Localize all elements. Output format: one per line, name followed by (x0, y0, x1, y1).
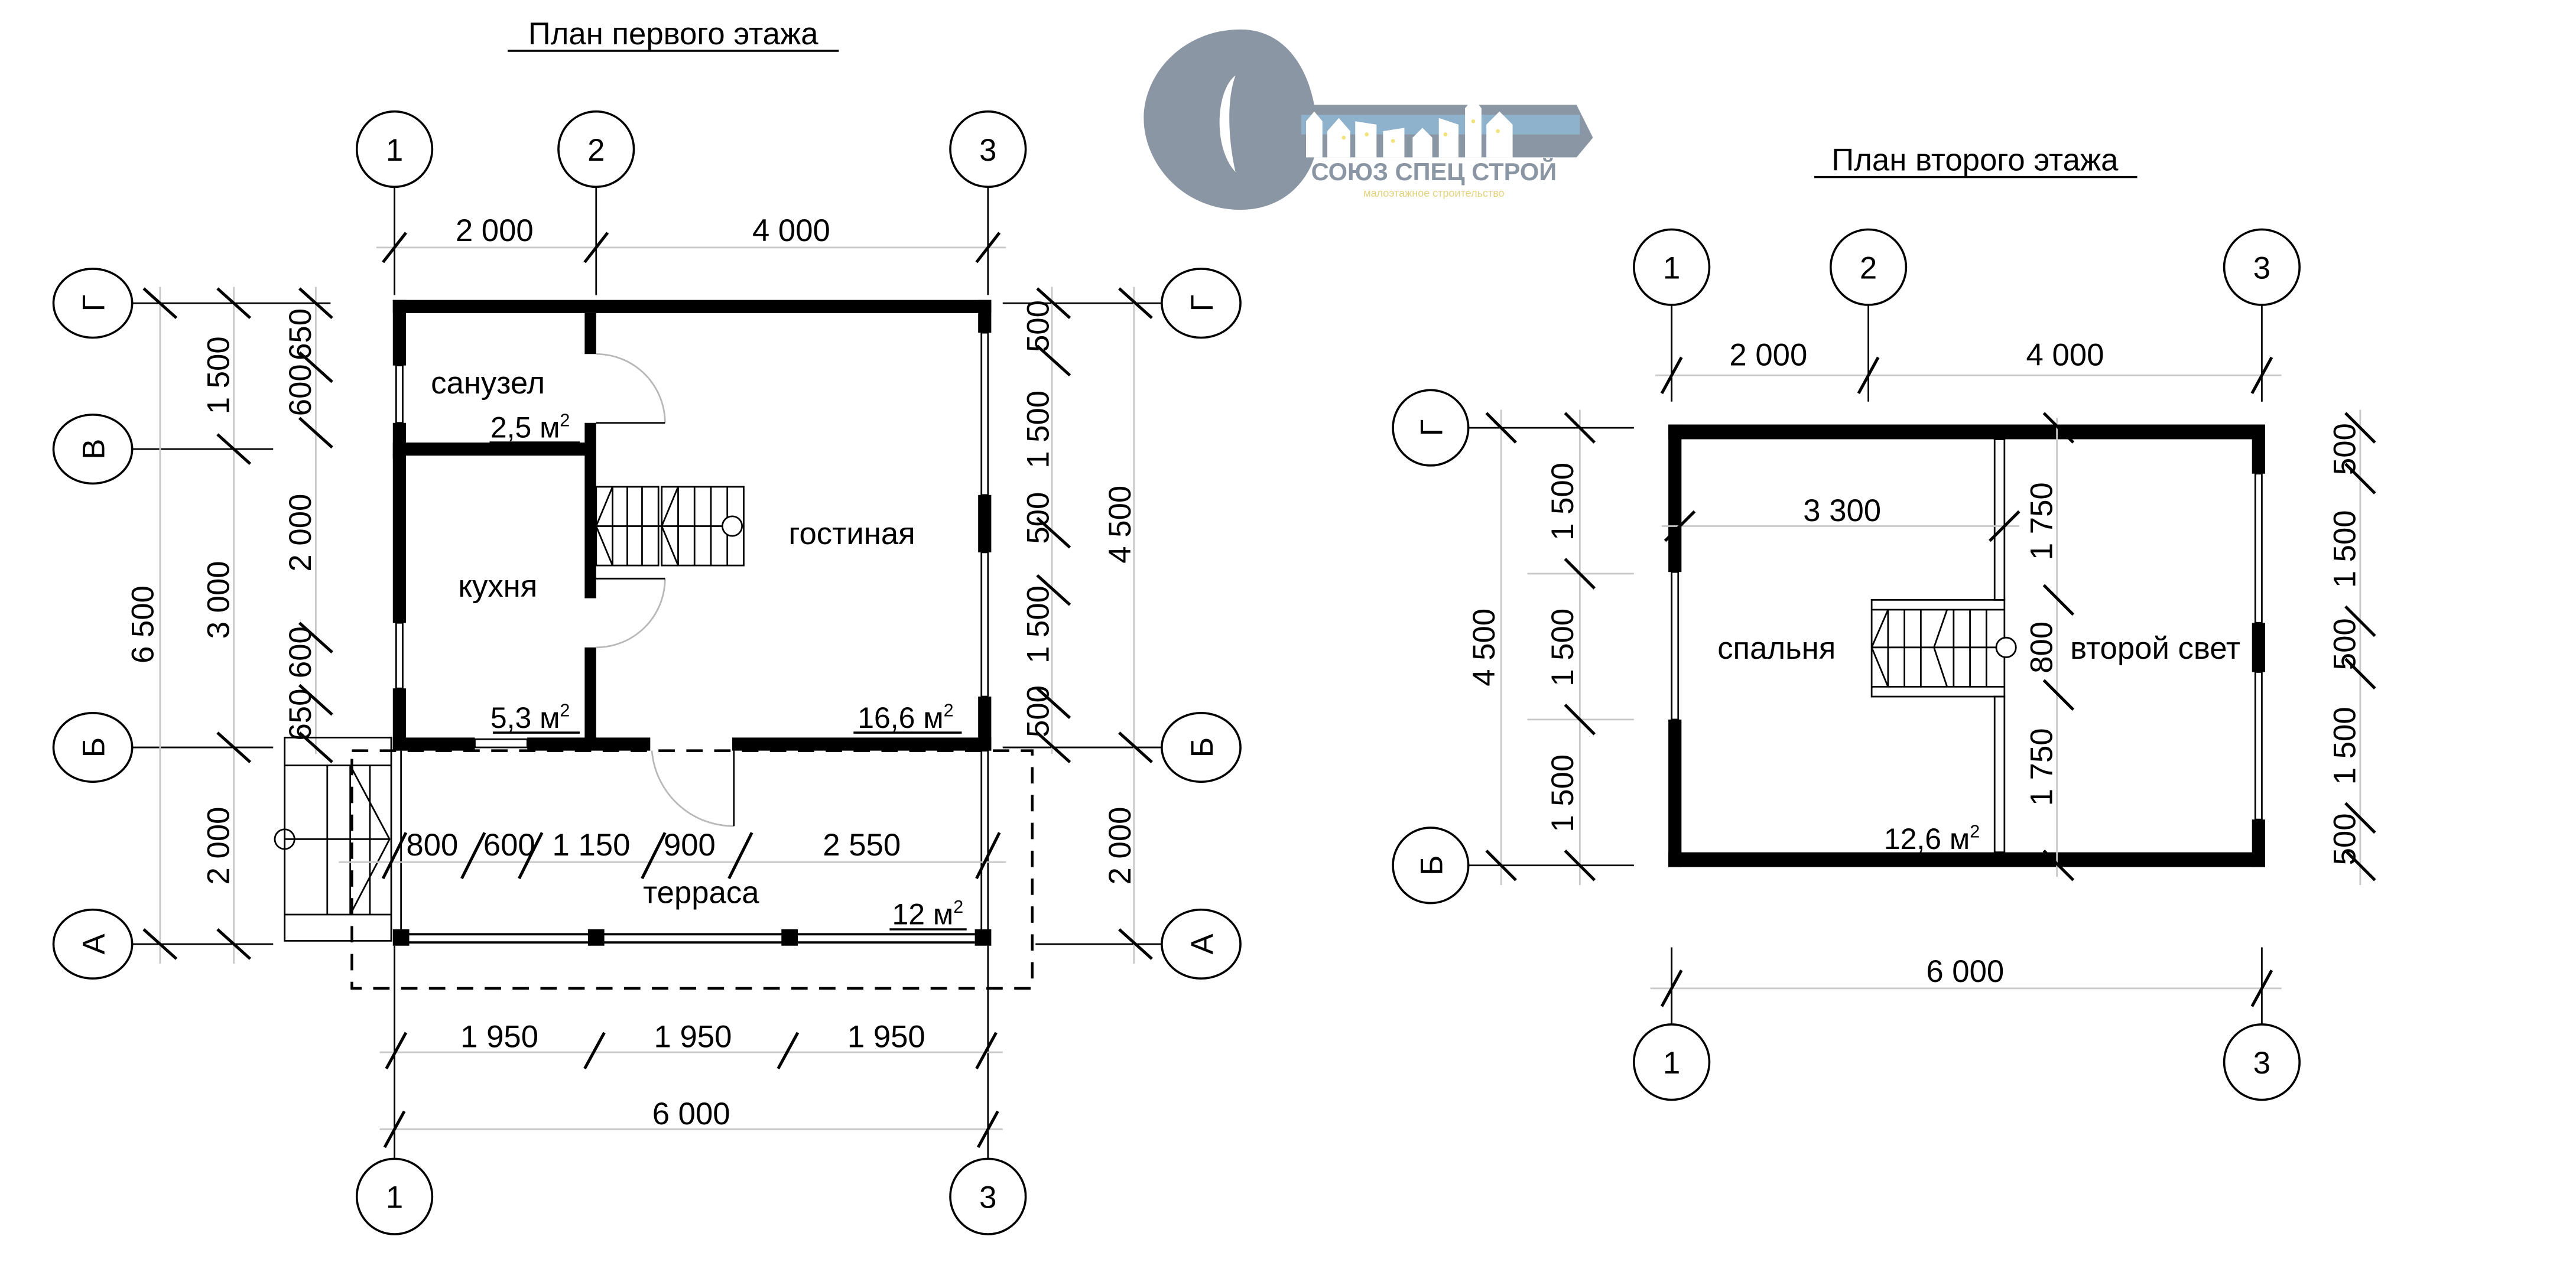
axis-label: Г (1185, 295, 1220, 312)
floor2-title: План второго этажа (1831, 143, 2119, 178)
axis-label: Б (1185, 737, 1220, 758)
floor2-plan: План второго этажа 1 2 3 2 000 4 000 Г Б (1392, 143, 2376, 1101)
room-area-bedroom: 12,6 м2 (1884, 822, 1980, 855)
dim-label: 1 750 (2024, 728, 2059, 806)
dim-label: 1 950 (460, 1020, 538, 1055)
dim-label: 600 (483, 828, 535, 863)
floor1-terrace (274, 737, 1034, 990)
dim-label: 800 (2024, 622, 2059, 674)
dim-label: 500 (2328, 813, 2363, 865)
axis-label: 2 (1860, 251, 1877, 286)
dim-label: 1 500 (1545, 609, 1580, 687)
dim-label: 4 500 (1103, 486, 1138, 564)
dim-label: 2 550 (823, 828, 901, 863)
dim-label: 1 500 (1021, 585, 1055, 663)
city-skyline-icon (1306, 98, 1513, 158)
dim-label: 1 500 (1021, 391, 1055, 469)
room-area-terrace: 12 м2 (892, 897, 963, 931)
dim-label: 1 500 (2328, 510, 2363, 588)
dim-label: 500 (2328, 423, 2363, 475)
dim-label: 2 000 (1729, 338, 1807, 373)
dim-label: 650 (283, 308, 318, 360)
dim-label: 3 300 (1803, 493, 1881, 528)
dim-label: 6 500 (126, 585, 161, 663)
dim-label: 500 (1021, 685, 1055, 737)
axis-label: Б (1414, 855, 1449, 876)
dim-label: 500 (1021, 300, 1055, 352)
dim-label: 500 (1021, 492, 1055, 544)
axis-label: Г (77, 295, 112, 312)
dim-label: 800 (406, 828, 458, 863)
dim-label: 4 000 (752, 213, 830, 248)
room-name-living: гостиная (788, 516, 915, 551)
floor1-axis-right: Г Б А (1002, 268, 1242, 980)
dim-label: 6 000 (652, 1097, 730, 1131)
logo-tagline: малоэтажное строительство (1363, 187, 1504, 199)
room-name-bedroom: спальня (1717, 631, 1836, 666)
dim-label: 650 (283, 689, 318, 741)
floor1-axis-top: 1 2 3 (355, 110, 1027, 295)
room-area-kitchen: 5,3 м2 (490, 700, 570, 734)
axis-label: 3 (979, 1180, 996, 1215)
dim-label: 1 500 (201, 336, 236, 414)
dim-label: 600 (283, 364, 318, 416)
floor2-windows (1671, 438, 2263, 853)
dim-label: 2 000 (201, 807, 236, 885)
axis-label: 3 (2253, 1046, 2270, 1081)
dim-label: 3 000 (201, 561, 236, 639)
dim-label: 1 950 (847, 1020, 925, 1055)
dim-label: 2 000 (456, 213, 534, 248)
axis-label: Б (77, 737, 112, 758)
dim-label: 4 000 (2026, 338, 2104, 373)
dim-label: 6 000 (1926, 954, 2004, 989)
floor1-plan: План первого этажа 1 2 3 2 000 4 000 Г (52, 17, 1242, 1235)
dim-label: 1 500 (1545, 754, 1580, 832)
room-name-double-height: второй свет (2070, 631, 2240, 666)
axis-label: 1 (386, 1180, 403, 1215)
dim-label: 2 000 (283, 494, 318, 572)
dim-label: 1 150 (553, 828, 631, 863)
room-area-living: 16,6 м2 (857, 700, 953, 734)
dim-label: 4 500 (1467, 609, 1502, 687)
room-name-terrace: терраса (643, 876, 759, 910)
axis-label: А (77, 933, 112, 955)
axis-label: 1 (1663, 1046, 1680, 1081)
dim-label: 500 (2328, 618, 2363, 670)
floor1-axis-left: Г В Б А (52, 268, 331, 980)
floor1-windows (395, 331, 989, 937)
axis-label: 3 (2253, 251, 2270, 286)
axis-label: 2 (587, 133, 605, 168)
axis-label: 3 (979, 133, 996, 168)
room-area-bathroom: 2,5 м2 (490, 410, 570, 444)
axis-label: Г (1414, 419, 1449, 437)
dim-label: 1 750 (2024, 482, 2059, 560)
axis-label: В (77, 439, 112, 460)
axis-label: 1 (1663, 251, 1680, 286)
floor1-stair (595, 486, 745, 567)
dim-label: 1 500 (2328, 707, 2363, 785)
dim-label: 1 500 (1545, 463, 1580, 541)
room-name-kitchen: кухня (458, 569, 537, 604)
logo-company-name: СОЮЗ СПЕЦ СТРОЙ (1311, 157, 1557, 186)
axis-label: А (1185, 933, 1220, 955)
floor1-walls (392, 300, 992, 751)
axis-label: 1 (386, 133, 403, 168)
dim-label: 600 (283, 626, 318, 678)
room-name-bathroom: санузел (431, 366, 545, 401)
dim-label: 1 950 (654, 1020, 732, 1055)
floor1-title: План первого этажа (528, 17, 818, 51)
dim-label: 2 000 (1103, 807, 1138, 885)
company-logo: СОЮЗ СПЕЦ СТРОЙ малоэтажное строительств… (1144, 29, 1593, 210)
floor1-doors (596, 353, 735, 827)
dim-label: 900 (664, 828, 716, 863)
floor2-stair (1870, 598, 2017, 698)
